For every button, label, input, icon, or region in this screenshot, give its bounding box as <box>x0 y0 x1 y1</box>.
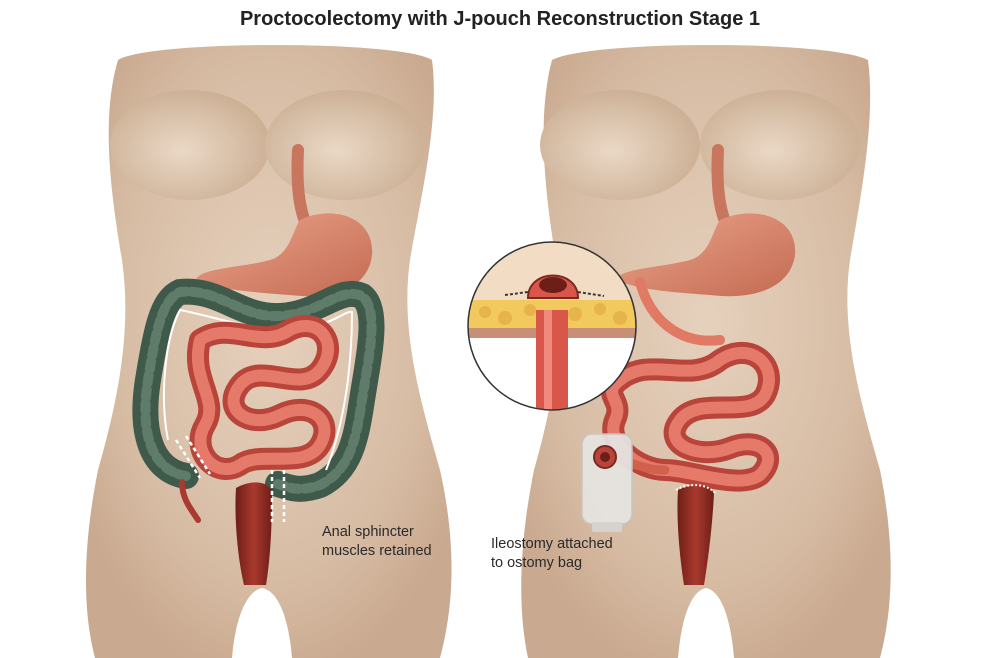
left-breast-left <box>110 90 270 200</box>
label-ileostomy-line2: to ostomy bag <box>491 555 583 571</box>
label-ileostomy: Ileostomy attached to ostomy bag <box>491 535 613 573</box>
left-stomach <box>196 213 373 297</box>
left-breast-right <box>265 90 425 200</box>
label-anal-sphincter-line2: muscles retained <box>322 543 432 559</box>
ostomy-bag <box>581 433 633 532</box>
left-rectum <box>235 482 272 585</box>
label-ileostomy-line1: Ileostomy attached <box>491 536 613 552</box>
diagram-title: Proctocolectomy with J-pouch Reconstruct… <box>239 8 761 30</box>
inset-border <box>467 241 637 411</box>
left-groin-gap <box>232 588 292 658</box>
left-small-intestine <box>187 315 339 480</box>
left-torso <box>85 45 452 658</box>
label-anal-sphincter: Anal sphincter muscles retained <box>322 523 432 561</box>
right-stomach <box>616 213 796 297</box>
right-breast-right <box>700 90 860 200</box>
stoma-sutures <box>504 291 605 297</box>
right-groin-gap <box>678 588 734 658</box>
left-cut-marks <box>174 435 286 522</box>
right-torso <box>521 45 891 658</box>
right-breast-left <box>540 90 700 200</box>
right-duodenum <box>635 277 725 346</box>
right-stump-staples <box>675 484 717 495</box>
left-colon-highlight <box>140 286 377 494</box>
label-anal-sphincter-line1: Anal sphincter <box>322 524 414 540</box>
right-rectum-stump <box>677 485 714 585</box>
left-appendix <box>179 479 201 523</box>
